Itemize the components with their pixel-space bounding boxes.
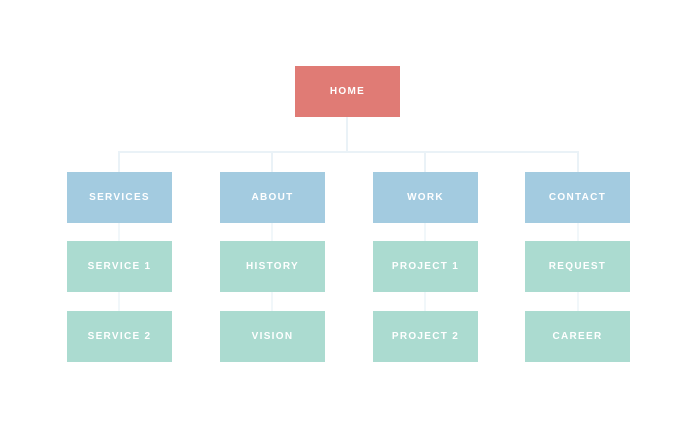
connector-contact-request xyxy=(577,223,579,241)
node-history-label: HISTORY xyxy=(246,260,299,272)
node-services-label: SERVICES xyxy=(89,191,150,203)
connector-services-service1 xyxy=(118,223,120,241)
node-service-1[interactable]: SERVICE 1 xyxy=(67,241,172,292)
connector-root-stem xyxy=(346,117,348,153)
node-project-2[interactable]: PROJECT 2 xyxy=(373,311,478,362)
node-project-1-label: PROJECT 1 xyxy=(391,260,460,272)
connector-request-career xyxy=(577,292,579,311)
connector-drop-about xyxy=(271,151,273,172)
node-home[interactable]: HOME xyxy=(295,66,400,117)
connector-project1-project2 xyxy=(424,292,426,311)
node-service-1-label: SERVICE 1 xyxy=(87,260,152,272)
connector-drop-work xyxy=(424,151,426,172)
node-contact[interactable]: CONTACT xyxy=(525,172,630,223)
connector-horizontal-bus xyxy=(118,151,579,153)
node-request-label: REQUEST xyxy=(548,260,607,272)
connector-about-history xyxy=(271,223,273,241)
node-about-label: ABOUT xyxy=(251,191,294,203)
node-vision[interactable]: VISION xyxy=(220,311,325,362)
node-service-2-label: SERVICE 2 xyxy=(87,330,152,342)
node-project-2-label: PROJECT 2 xyxy=(391,330,460,342)
connector-service1-service2 xyxy=(118,292,120,311)
node-service-2[interactable]: SERVICE 2 xyxy=(67,311,172,362)
node-contact-label: CONTACT xyxy=(548,191,607,203)
connector-work-project1 xyxy=(424,223,426,241)
node-career-label: CAREER xyxy=(552,330,603,342)
node-work[interactable]: WORK xyxy=(373,172,478,223)
connector-history-vision xyxy=(271,292,273,311)
connector-drop-services xyxy=(118,151,120,172)
node-home-label: HOME xyxy=(329,85,366,97)
node-project-1[interactable]: PROJECT 1 xyxy=(373,241,478,292)
node-vision-label: VISION xyxy=(251,330,294,342)
connector-drop-contact xyxy=(577,151,579,172)
node-work-label: WORK xyxy=(407,191,444,203)
node-request[interactable]: REQUEST xyxy=(525,241,630,292)
node-services[interactable]: SERVICES xyxy=(67,172,172,223)
node-career[interactable]: CAREER xyxy=(525,311,630,362)
node-about[interactable]: ABOUT xyxy=(220,172,325,223)
node-history[interactable]: HISTORY xyxy=(220,241,325,292)
